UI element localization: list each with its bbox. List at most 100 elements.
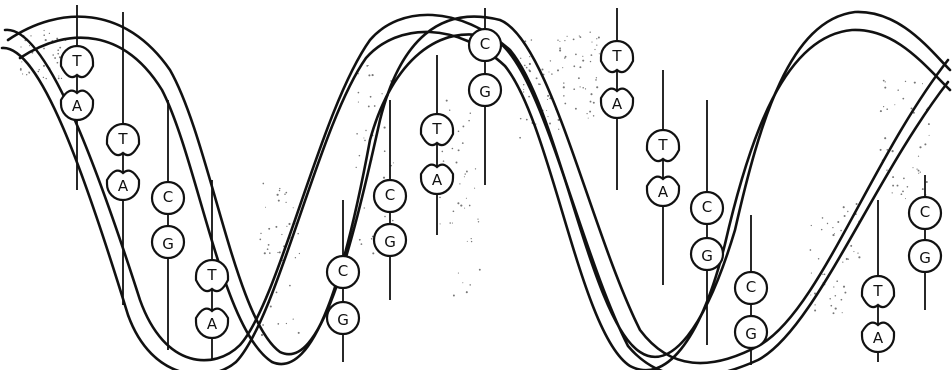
stipple-dot [596,44,597,45]
nucleotide-bases: TATACGTACGCGTACGTATACGCGTACG [61,29,941,352]
base-a: A [196,309,228,338]
stipple-dot [528,96,530,98]
stipple-dot [368,65,369,66]
base-g: G [327,302,359,334]
stipple-dot [559,47,561,49]
stipple-dot [824,273,826,275]
stipple-dot [842,261,843,262]
stipple-dot [439,197,441,199]
base-letter: G [384,233,396,251]
stipple-dot [844,215,846,217]
stipple-dot [295,257,296,258]
stipple-dot [20,46,21,47]
stipple-dot [858,256,860,258]
stipple-dot [589,111,591,113]
stipple-dot [912,167,913,168]
stipple-dot [368,74,370,76]
stipple-dot [270,305,272,307]
stipple-dot [279,188,280,189]
stipple-dot [529,63,531,65]
stipple-dot [39,69,40,70]
stipple-dot [277,252,278,253]
stipple-dot [462,142,464,144]
stipple-dot [595,79,597,81]
base-letter: T [117,130,128,148]
stipple-dot [264,252,266,254]
stipple-dot [368,105,370,107]
base-t: T [647,130,679,161]
stipple-dot [523,89,524,90]
stipple-dot [573,65,575,67]
stipple-dot [884,87,886,89]
stipple-dot [284,193,285,194]
base-t: T [196,260,228,291]
stipple-dot [38,71,40,73]
stipple-dot [470,113,471,114]
stipple-dot [573,88,575,90]
stipple-dot [590,101,592,103]
stipple-dot [810,249,812,251]
stipple-dot [49,33,50,34]
base-letter: A [72,97,83,115]
stipple-dot [924,143,926,145]
base-a: A [421,165,453,194]
base-t: T [61,46,93,77]
stipple-dot [848,259,849,260]
stipple-dot [853,251,854,252]
stipple-dot [44,30,45,31]
stipple-dot [833,286,834,287]
stipple-dot [268,228,270,230]
stipple-dot [536,77,538,79]
stipple-dot [276,292,278,294]
stipple-dot [471,241,472,242]
base-t: T [862,276,894,307]
stipple-dot [359,155,361,157]
base-a: A [107,171,139,200]
stipple-dot [557,69,559,71]
stipple-dot [466,198,467,199]
stipple-dot [371,238,373,240]
stipple-dot [897,89,899,91]
stipple-dot [281,234,282,235]
stipple-dot [857,252,858,253]
stipple-dot [578,77,580,79]
stipple-dot [449,222,451,224]
stipple-dot [384,150,386,152]
stipple-dot [57,49,59,51]
stipple-dot [562,67,563,68]
stipple-dot [443,160,445,162]
stipple-dot [922,188,924,190]
stipple-dot [598,37,600,39]
stipple-dot [880,149,882,151]
stipple-dot [929,135,930,136]
stipple-dot [268,244,270,246]
stipple-dot [381,93,382,94]
stipple-dot [262,183,264,185]
stipple-dot [26,74,27,75]
stipple-dot [811,273,812,274]
stipple-dot [364,140,366,142]
stipple-dot [833,312,835,314]
stipple-dot [897,185,899,187]
stipple-dot [905,198,906,199]
base-t: T [601,41,633,72]
stipple-dot [479,269,481,271]
base-c: C [691,192,723,224]
stipple-dot [548,71,549,72]
stipple-dot [519,137,521,139]
base-letter: C [163,188,173,206]
base-letter: C [480,35,490,53]
stipple-dot [531,39,533,41]
stipple-dot [886,169,887,170]
base-c: C [909,197,941,229]
stipple-dot [559,49,561,51]
stipple-dot [842,312,843,313]
stipple-dot [262,324,264,326]
stipple-dot [565,56,567,58]
stipple-dot [464,176,465,177]
base-a: A [61,91,93,120]
stipple-dot [356,167,357,168]
stipple-dot [814,304,815,305]
stipple-dot [442,151,444,153]
